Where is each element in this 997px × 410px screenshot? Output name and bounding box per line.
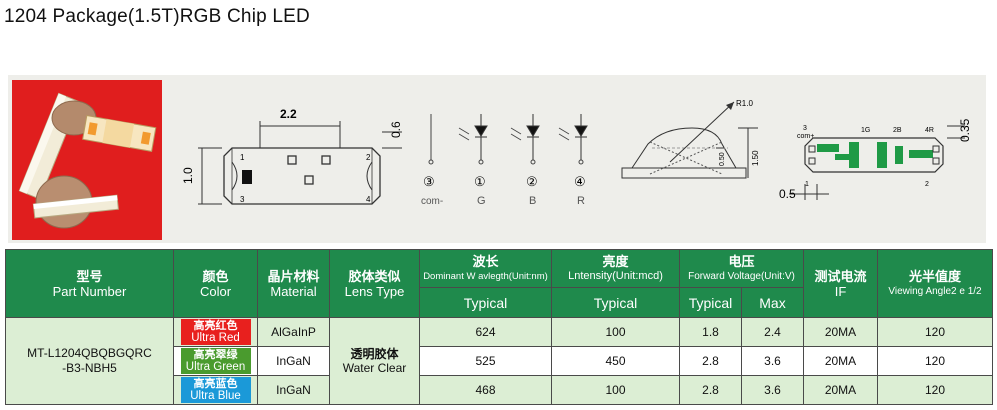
if-cell: 20MA (803, 346, 878, 376)
part-number-cell: MT-L1204QBQBGQRC -B3-NBH5 (5, 317, 174, 405)
dim-05-label: 0.5 (779, 187, 796, 201)
spec-table: 型号 Part Number 颜色 Color 晶片材料 Material 胶体… (5, 249, 993, 405)
pin-1-label: 1 (240, 153, 245, 162)
pad-1-label: 1 (805, 181, 809, 188)
dim-height-label: 1.0 (181, 167, 195, 184)
angle-cell: 120 (877, 346, 993, 376)
pin-2-label: 2 (366, 153, 371, 162)
vf-max-cell: 3.6 (741, 375, 804, 405)
intensity-cell: 100 (551, 317, 680, 347)
header-material: 晶片材料 Material (257, 249, 330, 318)
table-row: MT-L1204QBQBGQRC -B3-NBH5 高亮红色 Ultra Red… (5, 317, 993, 405)
vf-typical-cell: 2.8 (679, 375, 742, 405)
color-cell-green: 高亮翠绿 Ultra Green (173, 346, 258, 376)
header-intensity: 亮度 Lntensity(Unit:mcd) (551, 249, 680, 288)
wavelength-cell: 525 (419, 346, 552, 376)
material-cell: InGaN (257, 375, 330, 405)
led-chips-illustration (18, 92, 157, 229)
circuit-under-4: R (577, 195, 585, 207)
subheader-vf-typical: Typical (679, 287, 742, 318)
circuit-label-1: ① (474, 174, 486, 189)
top-view-drawing: 2.2 1 2 3 4 1.0 0.6 (172, 88, 412, 238)
color-cell-red: 高亮红色 Ultra Red (173, 317, 258, 347)
header-lens-type: 胶体类似 Lens Type (329, 249, 420, 318)
if-cell: 20MA (803, 375, 878, 405)
angle-cell: 120 (877, 375, 993, 405)
header-part-number: 型号 Part Number (5, 249, 174, 318)
subheader-wave-typical: Typical (419, 287, 552, 318)
circuit-label-4: ④ (574, 174, 586, 189)
vf-typical-cell: 1.8 (679, 317, 742, 347)
dim-thickness-label: 0.6 (389, 121, 403, 138)
pad-2-label: 2 (925, 181, 929, 188)
vf-typical-cell: 2.8 (679, 346, 742, 376)
if-cell: 20MA (803, 317, 878, 347)
side-view-drawing: R1.0 0.50 1.50 (612, 88, 782, 238)
angle-cell: 120 (877, 317, 993, 347)
circuit-drawing: ③ ① ② ④ com- G B R (415, 88, 610, 238)
color-chip-blue: 高亮蓝色 Ultra Blue (180, 377, 251, 403)
subheader-vf-max: Max (741, 287, 804, 318)
header-viewing-angle: 光半值度 Viewing Angle2 e 1/2 (877, 249, 993, 318)
dim-035-label: 0.35 (958, 118, 972, 142)
dim-050-label: 0.50 (719, 152, 726, 166)
material-cell: AlGaInP (257, 317, 330, 347)
color-chip-red: 高亮红色 Ultra Red (180, 319, 251, 345)
color-chip-green: 高亮翠绿 Ultra Green (180, 348, 251, 374)
page-title: 1204 Package(1.5T)RGB Chip LED (4, 6, 310, 27)
intensity-cell: 450 (551, 346, 680, 376)
drawing-band (8, 75, 986, 243)
table-row: 高亮蓝色 Ultra Blue InGaN 468 100 2.8 3.6 20… (6, 375, 993, 405)
color-cell-blue: 高亮蓝色 Ultra Blue (173, 375, 258, 405)
pad-3-label: 3 (803, 125, 807, 132)
table-row: 高亮翠绿 Ultra Green InGaN 525 450 2.8 3.6 2… (6, 346, 993, 376)
vf-max-cell: 2.4 (741, 317, 804, 347)
wavelength-cell: 468 (419, 375, 552, 405)
bottom-view-drawing: 3 com+ 1G 2B 4R 1 2 0.35 0.5 (775, 88, 980, 238)
header-wavelength: 波长 Dominant W avlegth(Unit:nm) (419, 249, 552, 288)
circuit-label-2: ② (526, 174, 538, 189)
circuit-under-2: B (529, 195, 536, 207)
dim-width-label: 2.2 (280, 107, 297, 121)
product-photo (12, 80, 162, 240)
vf-max-cell: 3.6 (741, 346, 804, 376)
pin-3-label: 3 (240, 195, 245, 204)
pad-4r-label: 4R (925, 127, 934, 134)
header-forward-voltage: 电压 Forward Voltage(Unit:V) (679, 249, 804, 288)
com-plus-label: com+ (797, 133, 814, 140)
pin-4-label: 4 (366, 195, 371, 204)
pad-1g-label: 1G (861, 127, 870, 134)
radius-label: R1.0 (736, 99, 753, 108)
circuit-label-3: ③ (423, 174, 435, 189)
circuit-under-1: G (477, 195, 486, 207)
subheader-intensity-typical: Typical (551, 287, 680, 318)
lens-cell: 透明胶体 Water Clear (329, 317, 420, 405)
wavelength-cell: 624 (419, 317, 552, 347)
header-test-current: 测试电流 IF (803, 249, 878, 318)
pad-2b-label: 2B (893, 127, 902, 134)
material-cell: InGaN (257, 346, 330, 376)
dim-150-label: 1.50 (751, 150, 760, 166)
header-color: 颜色 Color (173, 249, 258, 318)
intensity-cell: 100 (551, 375, 680, 405)
circuit-under-3: com- (421, 196, 443, 207)
